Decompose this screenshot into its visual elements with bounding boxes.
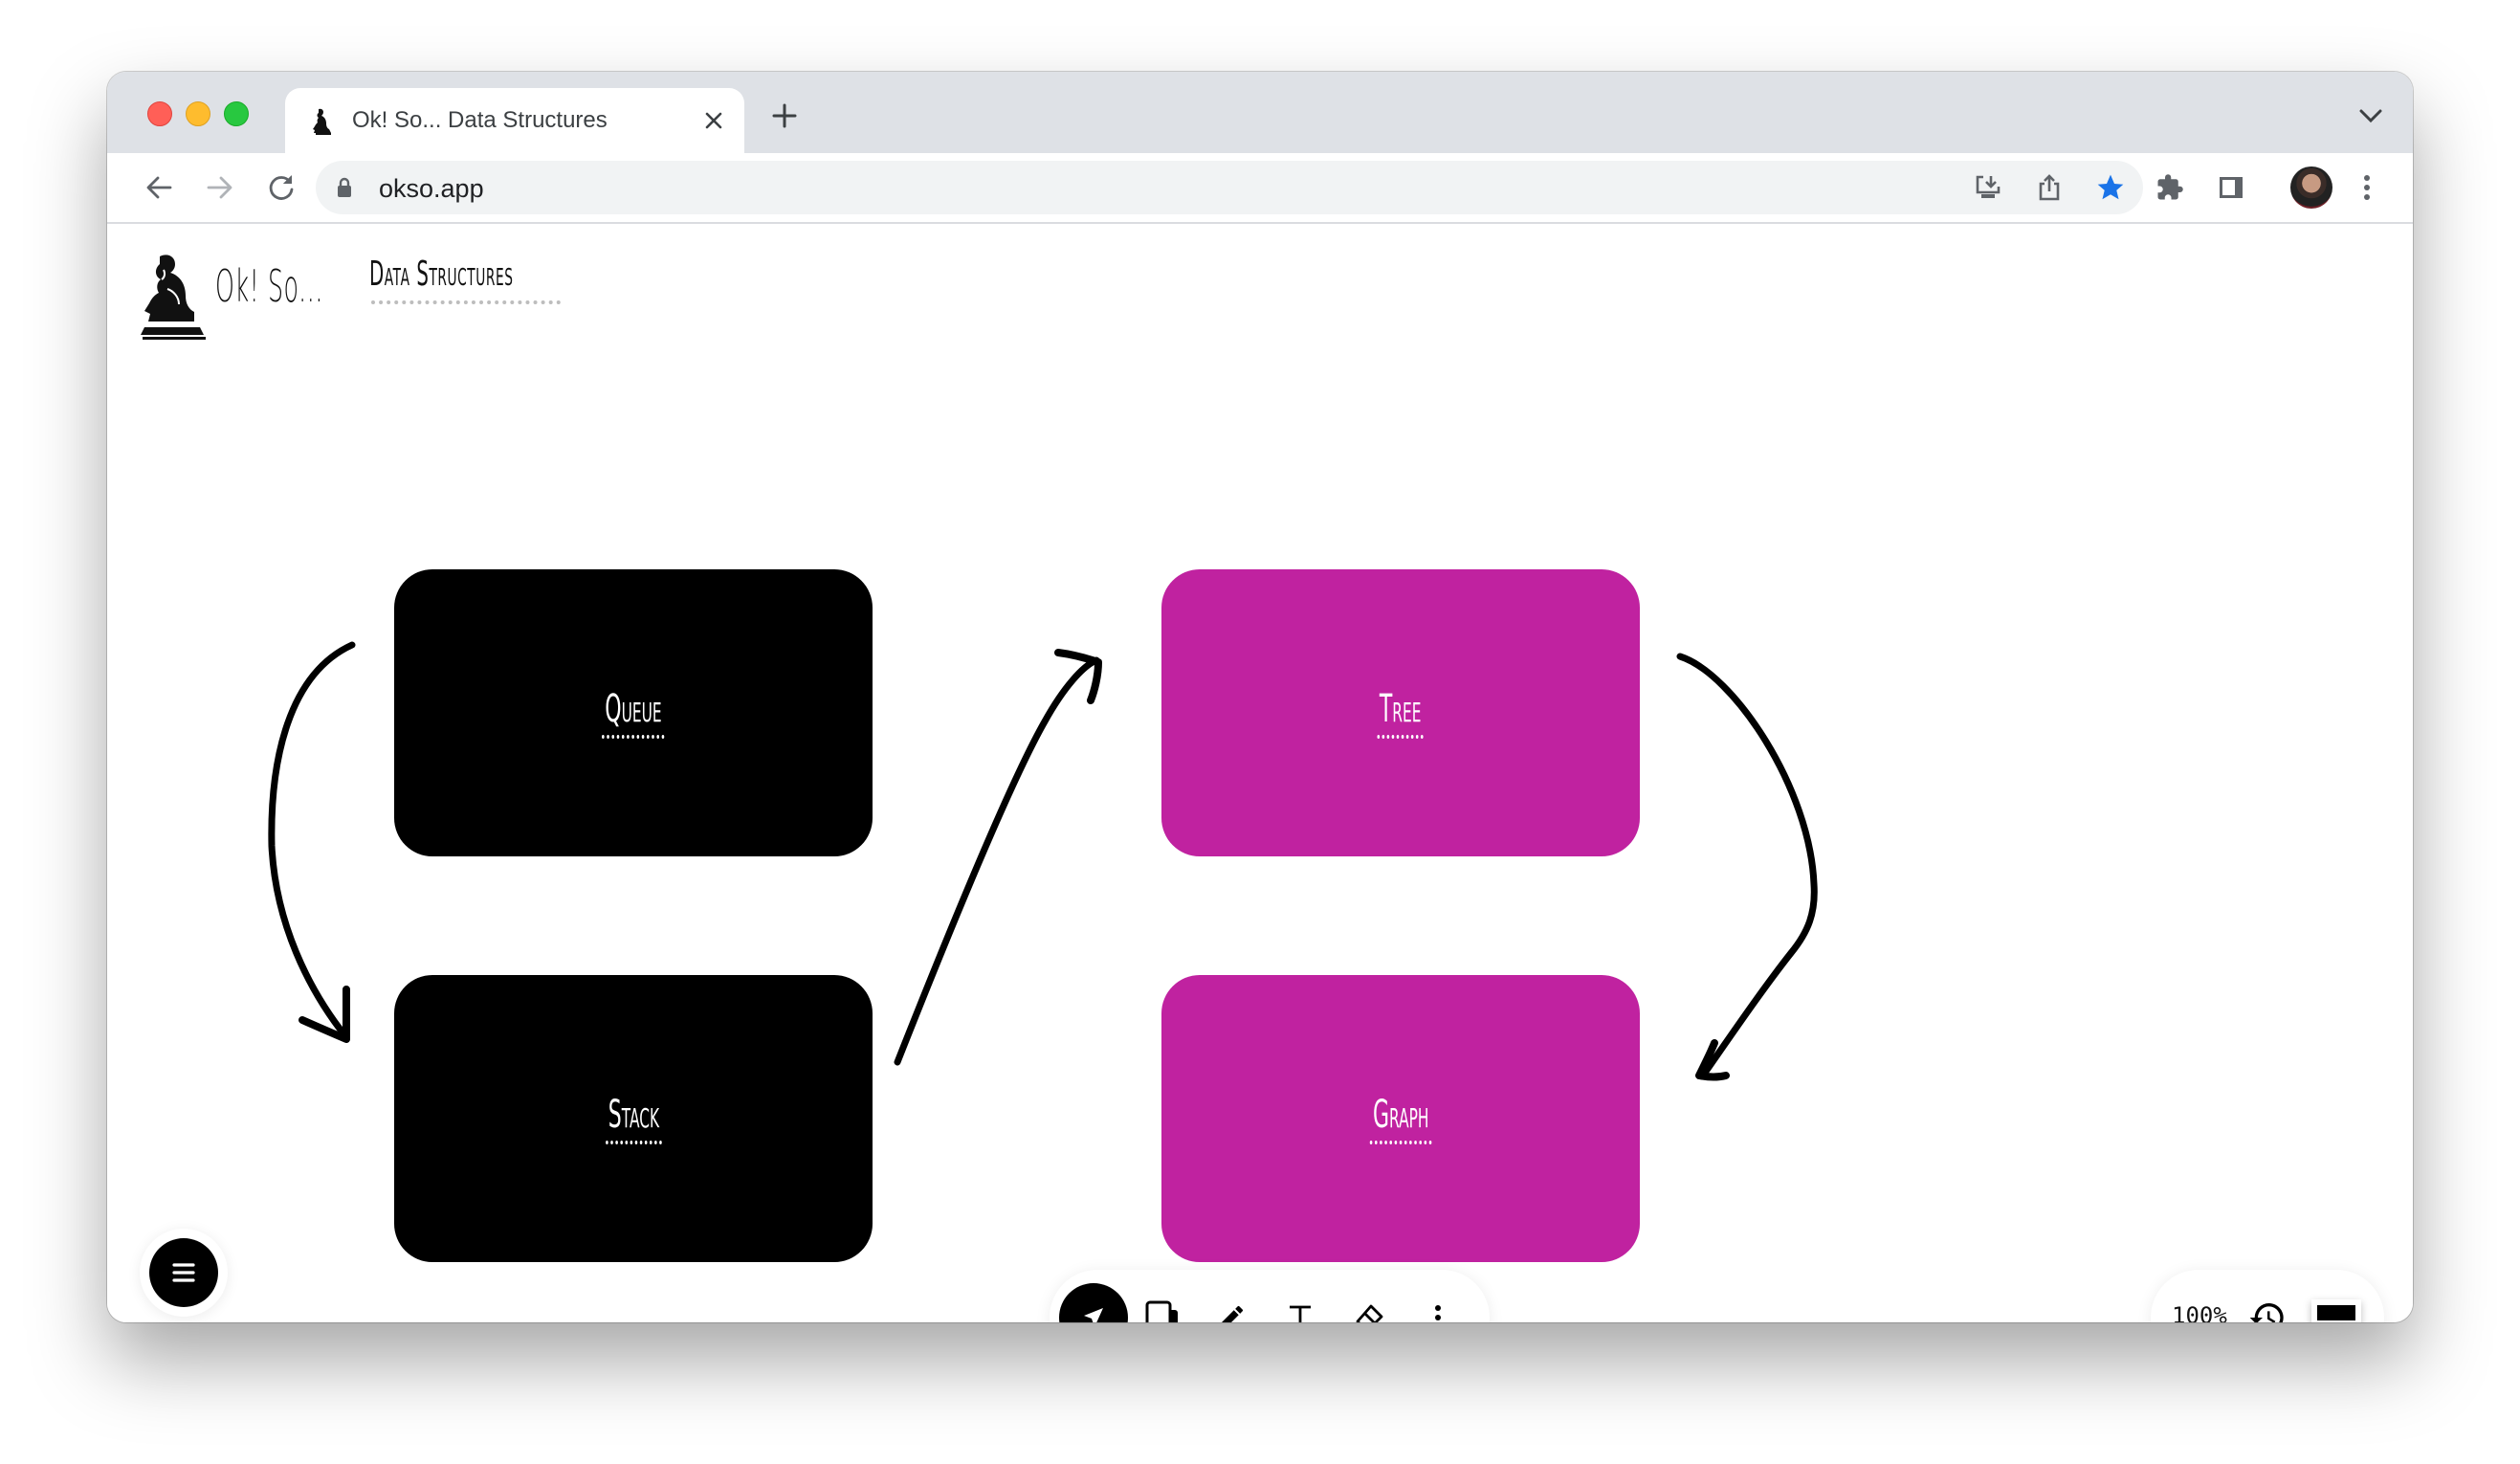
pencil-icon xyxy=(1222,1305,1243,1322)
lock-icon xyxy=(338,177,351,197)
chevron-down-icon[interactable] xyxy=(2357,106,2384,125)
history-icon[interactable] xyxy=(2248,1298,2287,1322)
card-label: Tree xyxy=(1380,687,1422,739)
thinker-icon xyxy=(313,108,331,135)
card-stack[interactable]: Stack xyxy=(394,975,873,1262)
tool-eraser[interactable] xyxy=(1335,1283,1404,1322)
tool-pencil[interactable] xyxy=(1197,1283,1266,1322)
tool-more[interactable] xyxy=(1404,1283,1472,1322)
tool-text[interactable] xyxy=(1266,1283,1335,1322)
browser-toolbar: okso.app xyxy=(107,153,2413,224)
view-controls: 100% xyxy=(2151,1270,2384,1322)
thinker-logo-icon xyxy=(141,255,206,340)
profile-avatar[interactable] xyxy=(2290,166,2332,209)
arrow-stack-to-tree-head xyxy=(1054,649,1102,704)
tab-title: Ok! So... Data Structures xyxy=(352,107,608,133)
more-vertical-icon xyxy=(1435,1305,1441,1320)
browser-window: Ok! So... Data Structures xyxy=(107,72,2413,1322)
card-label: Queue xyxy=(605,687,661,739)
close-tab-button[interactable] xyxy=(696,103,731,138)
stroke-color-picker[interactable] xyxy=(2311,1299,2361,1322)
minimize-window-button[interactable] xyxy=(186,101,210,126)
url-text: okso.app xyxy=(379,174,484,203)
card-tree[interactable]: Tree xyxy=(1161,569,1640,856)
maximize-window-button[interactable] xyxy=(224,101,249,126)
arrow-right-icon xyxy=(207,176,232,199)
share-button[interactable] xyxy=(2034,172,2065,203)
eraser-icon xyxy=(1356,1304,1383,1322)
breadcrumb-underline xyxy=(371,300,561,304)
share-icon xyxy=(2039,174,2060,201)
close-icon xyxy=(705,112,722,129)
extensions-button[interactable] xyxy=(2151,168,2189,207)
color-swatch-fill xyxy=(2317,1305,2355,1320)
text-icon xyxy=(1290,1305,1311,1322)
more-vertical-icon xyxy=(2364,175,2370,200)
tab-bar: Ok! So... Data Structures xyxy=(107,72,2413,153)
back-button[interactable] xyxy=(142,170,176,205)
app-canvas[interactable]: Ok! So... Data Structures Queue Tree Sta… xyxy=(107,224,2413,1322)
main-menu-button[interactable] xyxy=(140,1229,228,1317)
side-panel-icon xyxy=(2220,177,2243,198)
address-bar[interactable]: okso.app xyxy=(316,161,2143,214)
app-name: Ok! So... xyxy=(215,260,323,312)
app-logo[interactable]: Ok! So... xyxy=(139,251,411,343)
active-tab[interactable]: Ok! So... Data Structures xyxy=(285,88,744,153)
arrow-left-icon xyxy=(146,176,172,199)
zoom-level[interactable]: 100% xyxy=(2172,1302,2227,1322)
card-graph[interactable]: Graph xyxy=(1161,975,1640,1262)
close-window-button[interactable] xyxy=(147,101,172,126)
card-label: Stack xyxy=(608,1093,658,1144)
arrow-stack-to-tree xyxy=(894,656,1100,1066)
forward-button[interactable] xyxy=(203,170,237,205)
tool-shapes[interactable] xyxy=(1128,1283,1197,1322)
reload-button[interactable] xyxy=(264,170,298,205)
new-tab-button[interactable] xyxy=(767,99,802,133)
breadcrumb-title[interactable]: Data Structures xyxy=(369,255,514,294)
plus-icon xyxy=(772,103,797,128)
arrow-tree-to-graph xyxy=(1676,653,1818,1079)
arrow-queue-to-stack xyxy=(268,641,356,1041)
card-label: Graph xyxy=(1373,1093,1429,1144)
hamburger-icon xyxy=(172,1263,195,1282)
arrow-tree-to-graph-head xyxy=(1695,1039,1730,1081)
arrow-queue-to-stack-head xyxy=(298,986,350,1043)
star-icon xyxy=(2097,174,2124,200)
puzzle-icon xyxy=(2157,174,2183,200)
drawing-toolbar xyxy=(1050,1270,1490,1322)
side-panel-button[interactable] xyxy=(2212,168,2250,207)
reload-icon xyxy=(269,175,294,200)
cursor-arrow-icon xyxy=(1084,1308,1103,1322)
install-icon xyxy=(1976,175,2001,198)
bookmark-button[interactable] xyxy=(2095,172,2126,203)
browser-menu-button[interactable] xyxy=(2348,168,2386,207)
tool-select[interactable] xyxy=(1059,1283,1128,1322)
install-app-button[interactable] xyxy=(1973,172,2003,203)
shapes-icon xyxy=(1145,1300,1178,1322)
card-queue[interactable]: Queue xyxy=(394,569,873,856)
